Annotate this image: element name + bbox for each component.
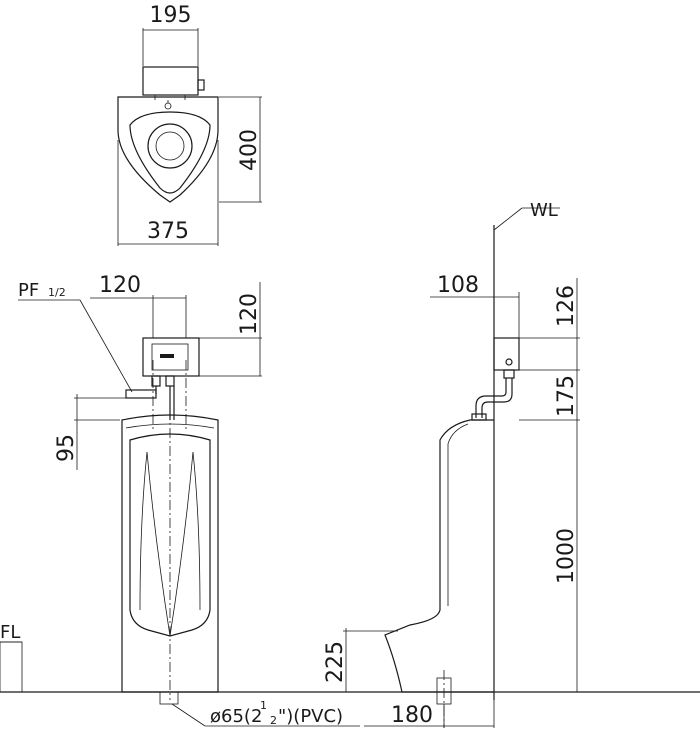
top-bowl-outline [117, 96, 219, 203]
label-drain-fraction-num: 1 [260, 699, 267, 712]
side-view: WL 108 126 175 1000 225 [323, 200, 580, 728]
label-pipe-fitting-size: 1/2 [48, 286, 66, 299]
top-sensor-knob [197, 79, 205, 91]
dim-top-sensor-width: 195 [150, 3, 192, 28]
front-urinal-body [121, 414, 219, 693]
side-flush-pipe [475, 378, 507, 418]
dim-side-height: 1000 [554, 528, 579, 584]
side-sensor-box [493, 337, 520, 371]
front-drain-stub [159, 691, 179, 705]
dim-front-sensor-height: 120 [237, 293, 262, 335]
dim-side-foot-height: 225 [323, 641, 348, 683]
label-drain-suffix: ")(PVC) [278, 706, 343, 727]
side-urinal-body [384, 419, 494, 693]
drain-spec-label: ø65(2 1 2 ")(PVC) [171, 699, 360, 727]
top-bowl-inner [129, 111, 211, 194]
top-sensor-box [142, 66, 199, 96]
dim-side-drain-offset: 180 [391, 703, 433, 728]
label-pipe-fitting: PF [18, 280, 39, 301]
label-wall-line: WL [530, 200, 558, 221]
dim-top-bowl-width: 375 [147, 219, 189, 244]
front-view: 120 120 PF 1/2 95 [18, 273, 262, 705]
label-drain-prefix: ø65(2 [210, 706, 262, 727]
top-drain-ring [147, 123, 193, 169]
dim-side-sensor-height: 126 [554, 285, 579, 327]
top-view: 195 400 375 [117, 3, 262, 246]
label-floor-line: FL [0, 622, 20, 643]
front-inlet-pipe [125, 389, 157, 399]
label-drain-fraction-den: 2 [270, 714, 277, 727]
dim-front-pipe-drop: 95 [54, 434, 79, 462]
dim-side-sensor-depth: 108 [437, 273, 479, 298]
dim-top-depth: 400 [237, 129, 262, 171]
dim-side-pipe-drop: 175 [554, 375, 579, 417]
front-sensor-window [160, 354, 174, 358]
dim-front-sensor-width: 120 [99, 273, 141, 298]
